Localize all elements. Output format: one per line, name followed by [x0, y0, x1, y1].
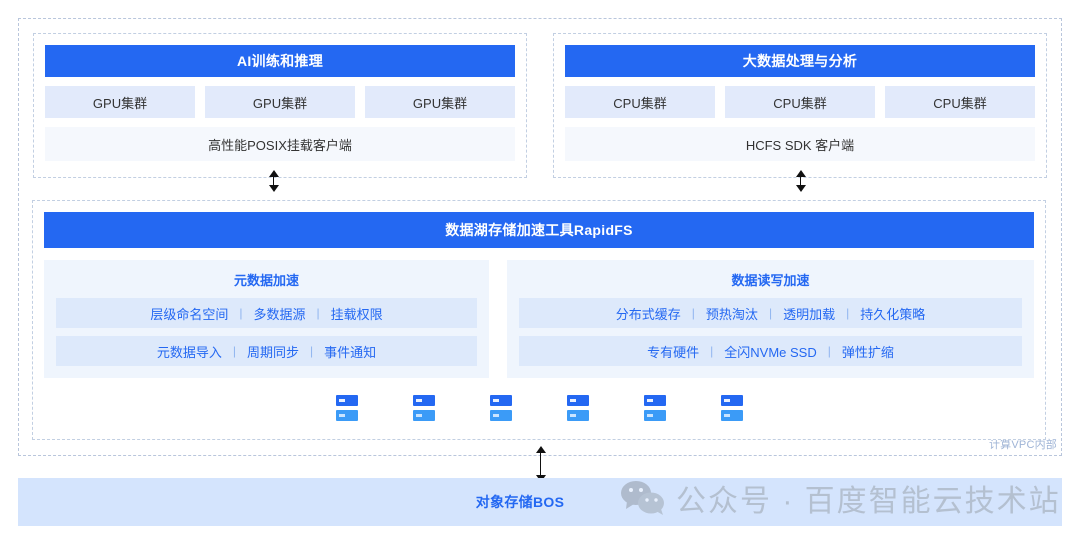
feature-label: 全闪NVMe SSD [724, 344, 817, 360]
feature-label: 层级命名空间 [150, 306, 229, 322]
feature-pill: 分布式缓存 | 预热淘汰 | 透明加载 | 持久化策略 [519, 298, 1022, 328]
cluster-row-gpu: GPU集群 GPU集群 GPU集群 [45, 86, 515, 118]
feature-label: 元数据导入 [156, 344, 222, 360]
cluster-cell: CPU集群 [565, 86, 715, 118]
cluster-row-cpu: CPU集群 CPU集群 CPU集群 [565, 86, 1035, 118]
cluster-cell: GPU集群 [365, 86, 515, 118]
feature-separator: | [827, 344, 831, 358]
server-rack-icon [643, 395, 666, 421]
feature-label: 持久化策略 [860, 306, 926, 322]
cluster-cell: CPU集群 [725, 86, 875, 118]
server-rack-icon [335, 395, 358, 421]
feature-separator: | [239, 306, 243, 320]
feature-label: 分布式缓存 [615, 306, 681, 322]
feature-pill: 层级命名空间 | 多数据源 | 挂载权限 [56, 298, 477, 328]
acceleration-panels-row: 元数据加速 层级命名空间 | 多数据源 | 挂载权限 元数据导入 | 周期同步 … [44, 260, 1034, 378]
metadata-acceleration-title: 元数据加速 [233, 273, 299, 288]
rapidfs-container: 数据湖存储加速工具RapidFS 元数据加速 层级命名空间 | 多数据源 | 挂… [32, 200, 1046, 440]
workload-panel-bigdata: 大数据处理与分析 CPU集群 CPU集群 CPU集群 HCFS SDK 客户端 [553, 33, 1047, 178]
server-rack-icon [412, 395, 435, 421]
feature-pill: 元数据导入 | 周期同步 | 事件通知 [56, 336, 477, 366]
feature-label: 多数据源 [253, 306, 306, 322]
data-io-acceleration-panel: 数据读写加速 分布式缓存 | 预热淘汰 | 透明加载 | 持久化策略 专有硬件 … [507, 260, 1034, 378]
feature-label: 周期同步 [246, 344, 299, 360]
client-bar-hcfs: HCFS SDK 客户端 [565, 127, 1035, 161]
connector-arrow-ai-to-rapidfs [268, 170, 279, 192]
object-storage-bos-label: 对象存储BOS [475, 494, 565, 510]
compute-vpc-container: 计算VPC内部 AI训练和推理 GPU集群 GPU集群 GPU集群 高性能POS… [18, 18, 1062, 456]
feature-separator: | [310, 344, 314, 358]
feature-label: 事件通知 [324, 344, 377, 360]
feature-label: 专有硬件 [647, 344, 700, 360]
cluster-cell: GPU集群 [45, 86, 195, 118]
arrow-head-up-icon [795, 170, 806, 177]
feature-separator: | [768, 306, 773, 320]
feature-separator: | [691, 306, 695, 320]
feature-label: 弹性扩缩 [841, 344, 894, 360]
data-io-acceleration-title: 数据读写加速 [731, 273, 810, 288]
cluster-cell: CPU集群 [885, 86, 1035, 118]
server-rack-icon [720, 395, 743, 421]
feature-pill: 专有硬件 | 全闪NVMe SSD | 弹性扩缩 [519, 336, 1022, 366]
feature-label: 挂载权限 [330, 306, 383, 322]
arrow-head-up-icon [268, 170, 279, 177]
arrow-head-down-icon [795, 185, 806, 192]
server-rack-icon [489, 395, 512, 421]
workload-panel-ai: AI训练和推理 GPU集群 GPU集群 GPU集群 高性能POSIX挂载客户端 [33, 33, 527, 178]
feature-separator: | [846, 306, 850, 320]
connector-arrow-rapidfs-to-bos [535, 446, 546, 482]
vpc-label: 计算VPC内部 [988, 439, 1057, 451]
metadata-acceleration-panel: 元数据加速 层级命名空间 | 多数据源 | 挂载权限 元数据导入 | 周期同步 … [44, 260, 489, 378]
client-bar-posix: 高性能POSIX挂载客户端 [45, 127, 515, 161]
arrow-shaft [539, 453, 542, 475]
arrow-shaft [799, 177, 802, 185]
workload-panels-row: AI训练和推理 GPU集群 GPU集群 GPU集群 高性能POSIX挂载客户端 … [33, 33, 1047, 178]
object-storage-bos-bar: 对象存储BOS [18, 478, 1062, 526]
rapidfs-title: 数据湖存储加速工具RapidFS [44, 212, 1034, 248]
arrow-shaft [272, 177, 275, 185]
arrow-head-up-icon [535, 446, 546, 453]
workload-title-ai: AI训练和推理 [45, 45, 515, 77]
arrow-head-down-icon [268, 185, 279, 192]
feature-label: 预热淘汰 [705, 306, 758, 322]
feature-separator: | [316, 306, 320, 320]
feature-label: 透明加载 [783, 306, 836, 322]
cluster-cell: GPU集群 [205, 86, 355, 118]
connector-arrow-bigdata-to-rapidfs [795, 170, 806, 192]
server-rack-icon [566, 395, 589, 421]
feature-separator: | [710, 344, 714, 358]
server-icons-row [45, 395, 1033, 429]
workload-title-bigdata: 大数据处理与分析 [565, 45, 1035, 77]
feature-separator: | [232, 344, 236, 358]
